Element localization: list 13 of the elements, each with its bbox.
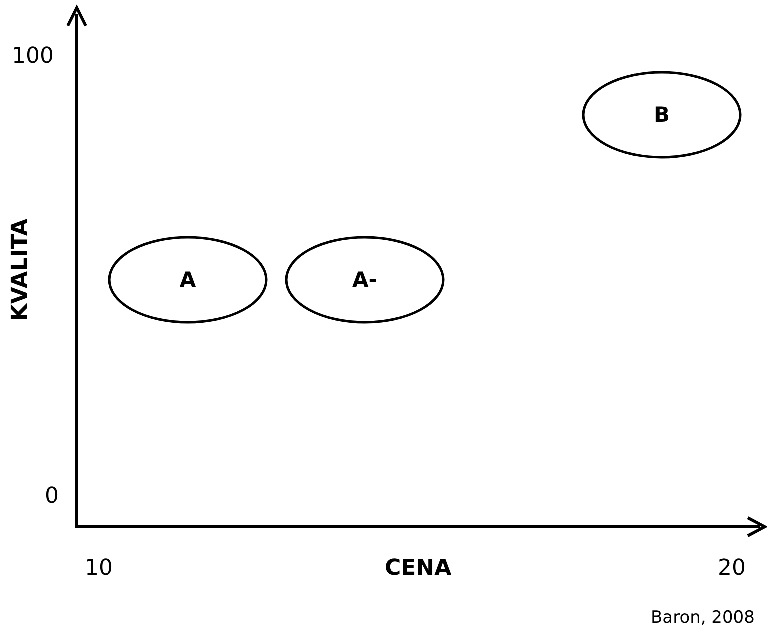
node-label: A [180, 268, 196, 292]
source-note: Baron, 2008 [651, 608, 755, 628]
node-label: B [654, 103, 670, 127]
ellipse-node [108, 236, 268, 324]
axis-title: CENA [385, 556, 452, 581]
tick-label: 20 [718, 556, 746, 581]
ellipse-node [285, 236, 445, 324]
ellipse-node [582, 71, 742, 159]
tick-label: 100 [12, 44, 54, 69]
tick-label: 0 [45, 484, 59, 509]
tick-label: 10 [85, 556, 113, 581]
node-label: A- [352, 268, 378, 292]
axis-title: KVALITA [8, 219, 32, 322]
